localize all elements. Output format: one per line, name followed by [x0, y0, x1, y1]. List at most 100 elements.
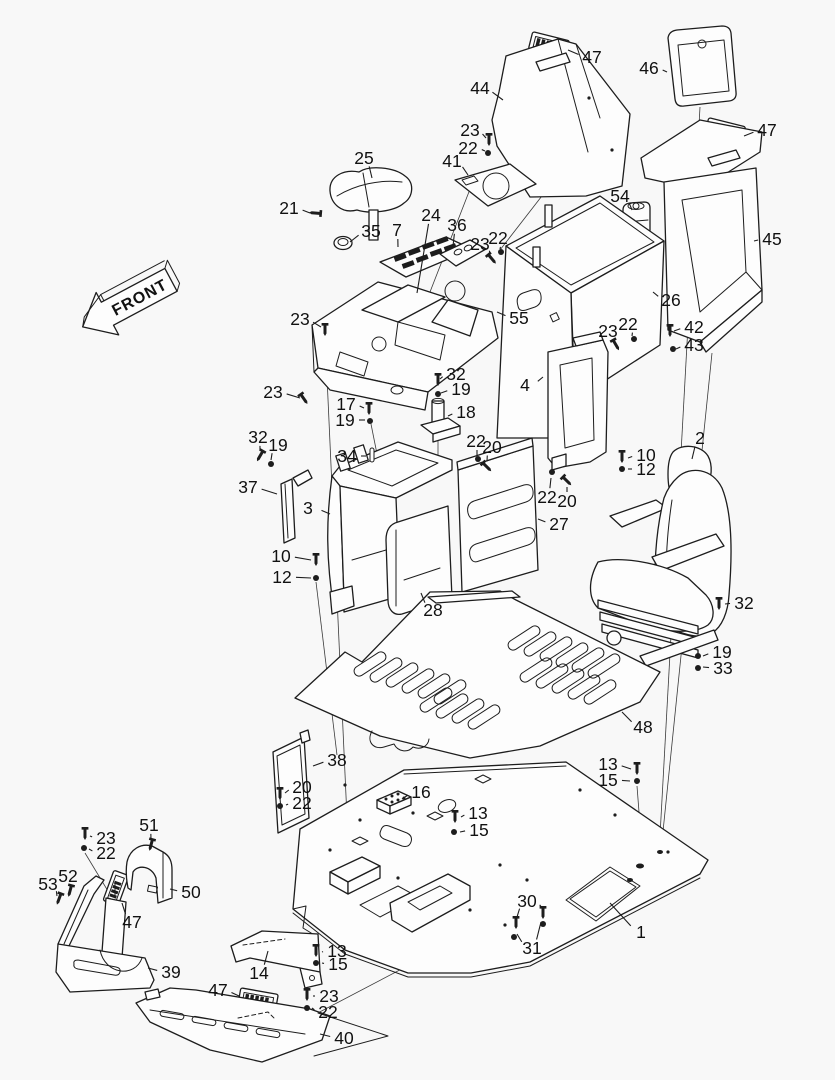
leader-line [368, 166, 373, 179]
screw-fastener [297, 391, 308, 404]
leader-line [628, 202, 633, 211]
screw-fastener [715, 597, 723, 610]
leader-line [440, 390, 448, 394]
leader-line [499, 246, 502, 250]
leader-line [401, 794, 409, 800]
leader-line [462, 166, 469, 176]
nut-fastener [367, 418, 373, 424]
nut-fastener [451, 829, 457, 835]
screw-fastener [484, 251, 496, 264]
screw-fastener [309, 209, 323, 217]
callout-50: 50 [181, 882, 201, 902]
hardware-layer [56, 133, 723, 1011]
callout-47: 47 [122, 912, 141, 932]
callout-12: 12 [636, 459, 655, 479]
screw-fastener [303, 988, 311, 1001]
leader-line [312, 761, 324, 767]
callout-32: 32 [248, 427, 267, 447]
callout-15: 15 [469, 820, 488, 840]
screw-fastener [479, 459, 492, 472]
callout-14: 14 [249, 963, 269, 983]
callout-19: 19 [451, 379, 470, 399]
nut-fastener [634, 778, 640, 784]
nut-fastener [435, 391, 441, 397]
callout-13: 13 [327, 941, 346, 961]
part-4-bracket [547, 331, 609, 471]
callout-22: 22 [618, 314, 637, 334]
leader-line [311, 1007, 315, 1011]
leader-line [452, 233, 455, 247]
leader-line [88, 848, 93, 852]
leader-line [263, 950, 269, 965]
leader-line [261, 488, 278, 495]
callout-23: 23 [290, 309, 309, 329]
leader-line [147, 967, 158, 971]
nut-fastener [498, 249, 504, 255]
callout-47: 47 [582, 47, 601, 67]
part-45-support [640, 119, 763, 353]
leader-line [270, 453, 273, 461]
leader-line [359, 405, 365, 409]
callout-51: 51 [139, 815, 158, 835]
screw-fastener [485, 133, 493, 146]
leader-line [169, 888, 178, 892]
screw-fastener [312, 944, 320, 957]
nut-fastener [670, 346, 676, 352]
callout-19: 19 [335, 410, 354, 430]
leader-line [459, 830, 466, 833]
callout-25: 25 [354, 148, 373, 168]
callout-26: 26 [661, 290, 680, 310]
part-3-pedestal [327, 441, 453, 615]
callout-19: 19 [712, 642, 731, 662]
leader-line [319, 1033, 331, 1038]
part-36-plate [439, 239, 487, 267]
callout-22: 22 [292, 793, 311, 813]
leader-line [447, 413, 453, 417]
callout-23: 23 [470, 234, 489, 254]
callout-24: 24 [421, 205, 441, 225]
part-27-slotted-panel [456, 437, 539, 593]
front-direction-arrow: FRONT [82, 259, 181, 336]
leader-line [349, 234, 359, 243]
part-25-armrest [329, 167, 413, 241]
leader-line [295, 576, 312, 579]
leader-line [55, 891, 58, 897]
nut-fastener [631, 336, 637, 342]
leader-line [492, 91, 504, 101]
leader-line [294, 556, 312, 561]
leader-line [488, 250, 491, 256]
nut-fastener [475, 456, 481, 462]
callout-30: 30 [517, 891, 537, 911]
callout-32: 32 [446, 364, 465, 384]
leader-line [724, 602, 731, 605]
nut-fastener [695, 665, 701, 671]
screw-fastener [56, 891, 65, 905]
callout-45: 45 [762, 229, 781, 249]
leader-line [312, 321, 322, 328]
leader-line [673, 328, 681, 332]
part-44-rear-panel [491, 38, 631, 198]
part-1-floor-plate [292, 761, 709, 978]
callout-23: 23 [598, 321, 617, 341]
part-14-bracket [230, 930, 323, 989]
callout-4: 4 [520, 375, 530, 395]
leader-line [743, 131, 754, 137]
part-41-plate [454, 163, 537, 207]
nut-fastener [485, 150, 491, 156]
leader-line [516, 933, 523, 943]
pin-fastener [369, 447, 375, 463]
callout-3: 3 [303, 498, 313, 518]
leader-line [439, 376, 444, 380]
leader-line [321, 509, 331, 515]
nut-fastener [549, 469, 555, 475]
leader-line [549, 477, 552, 489]
leader-line [621, 765, 632, 770]
callout-48: 48 [633, 717, 652, 737]
callout-46: 46 [639, 58, 658, 78]
callout-44: 44 [470, 78, 490, 98]
callout-13: 13 [468, 803, 487, 823]
leader-line [537, 518, 546, 523]
part-37-strip [280, 469, 313, 544]
callout-20: 20 [557, 491, 577, 511]
screw-fastener [321, 323, 329, 336]
